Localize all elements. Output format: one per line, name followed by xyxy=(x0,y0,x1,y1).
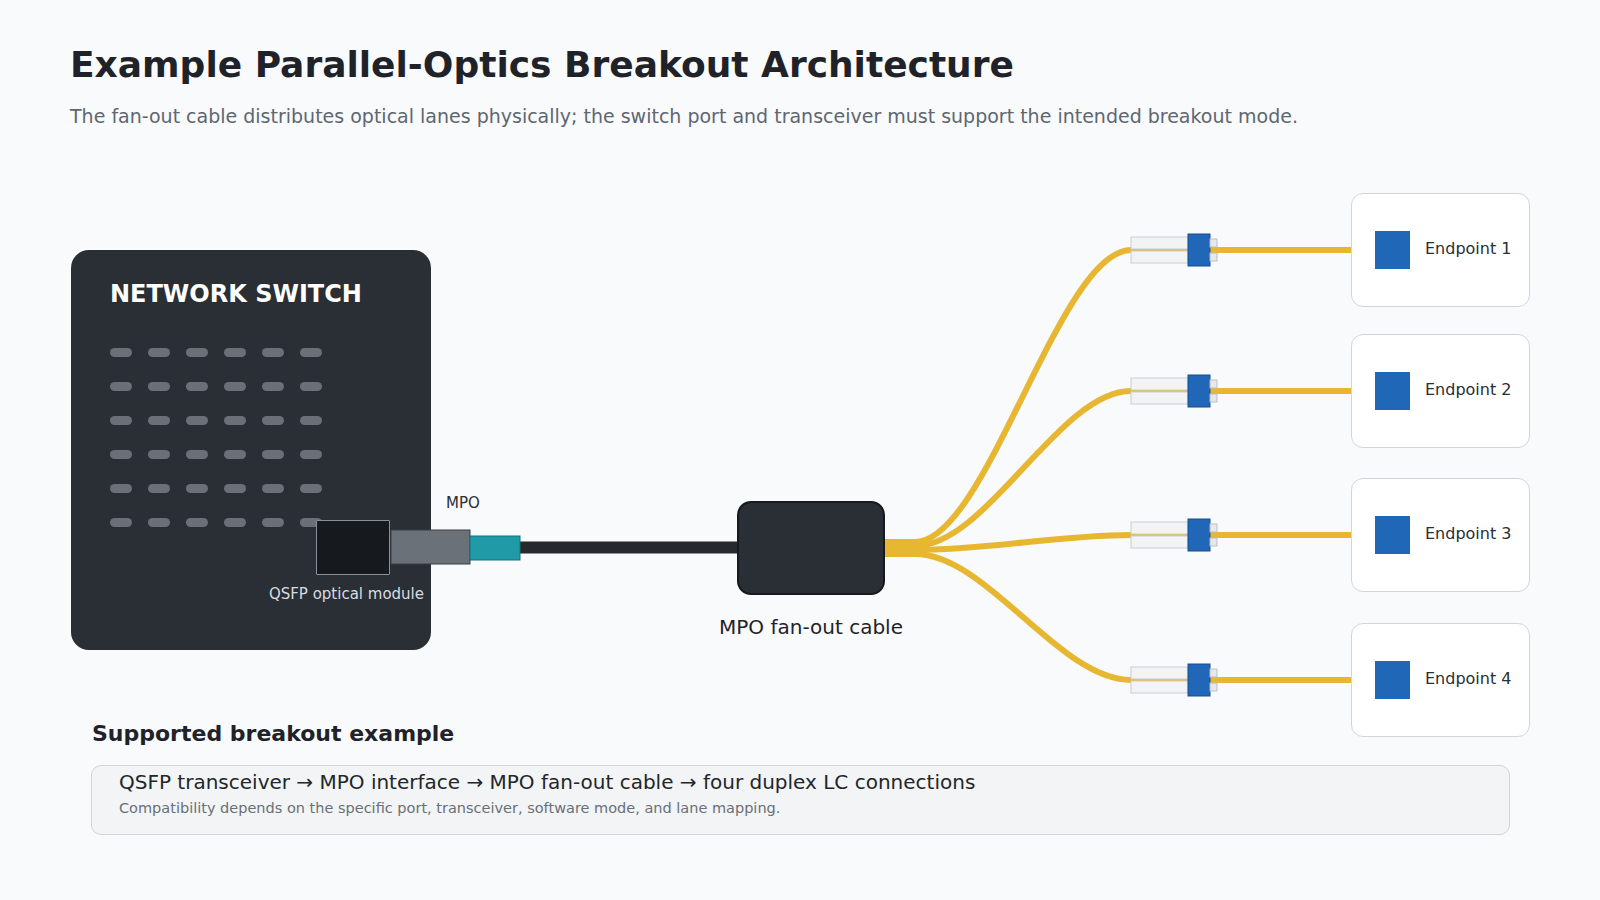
compatibility-note: Compatibility depends on the specific po… xyxy=(119,800,780,816)
example-chain: QSFP transceiver → MPO interface → MPO f… xyxy=(119,770,975,794)
endpoint-box: Endpoint 3 xyxy=(1351,478,1530,592)
endpoint-box: Endpoint 4 xyxy=(1351,623,1530,737)
switch-port xyxy=(300,382,322,391)
switch-port xyxy=(224,518,246,527)
endpoint-box: Endpoint 2 xyxy=(1351,334,1530,448)
switch-port xyxy=(148,348,170,357)
endpoint-label: Endpoint 3 xyxy=(1425,524,1511,543)
fiber-pair xyxy=(885,554,1351,680)
fiber-pair xyxy=(885,391,1351,546)
switch-port xyxy=(262,416,284,425)
switch-port xyxy=(148,450,170,459)
lc-duplex-connector xyxy=(1131,519,1217,551)
subtitle: The fan-out cable distributes optical la… xyxy=(70,105,1298,127)
switch-port xyxy=(224,382,246,391)
fiber-pair xyxy=(885,535,1351,550)
switch-port xyxy=(224,416,246,425)
switch-port xyxy=(186,518,208,527)
switch-port xyxy=(110,450,132,459)
lc-duplex-connector xyxy=(1131,234,1217,266)
switch-port xyxy=(110,484,132,493)
mpo-connector xyxy=(470,536,520,560)
switch-port xyxy=(262,450,284,459)
endpoint-icon xyxy=(1375,372,1410,410)
switch-port xyxy=(224,450,246,459)
endpoint-box: Endpoint 1 xyxy=(1351,193,1530,307)
switch-title: NETWORK SWITCH xyxy=(110,280,362,308)
switch-port xyxy=(300,416,322,425)
endpoint-label: Endpoint 4 xyxy=(1425,669,1511,688)
section-heading: Supported breakout example xyxy=(92,721,454,746)
page-title: Example Parallel-Optics Breakout Archite… xyxy=(70,44,1014,85)
switch-port xyxy=(262,382,284,391)
endpoint-icon xyxy=(1375,661,1410,699)
switch-port xyxy=(262,484,284,493)
switch-port xyxy=(148,484,170,493)
fiber-pair xyxy=(885,250,1351,542)
module-label: QSFP optical module xyxy=(269,585,424,603)
fanout-breakout-box: MPO fan-out cable xyxy=(737,501,885,595)
example-box: Supported breakout exampleQSFP transceiv… xyxy=(91,765,1510,835)
switch-port xyxy=(110,348,132,357)
switch-port xyxy=(110,518,132,527)
switch-port xyxy=(262,518,284,527)
fanout-label: MPO fan-out cable xyxy=(719,615,903,639)
endpoint-label: Endpoint 2 xyxy=(1425,380,1511,399)
switch-port xyxy=(186,382,208,391)
switch-port xyxy=(148,382,170,391)
switch-port xyxy=(148,416,170,425)
lc-duplex-connector xyxy=(1131,375,1217,407)
endpoint-icon xyxy=(1375,516,1410,554)
switch-port xyxy=(262,348,284,357)
endpoint-label: Endpoint 1 xyxy=(1425,239,1511,258)
mpo-plug-body xyxy=(391,530,470,564)
switch-port xyxy=(110,382,132,391)
switch-port xyxy=(186,416,208,425)
switch-port xyxy=(110,416,132,425)
endpoint-icon xyxy=(1375,231,1410,269)
switch-port xyxy=(300,484,322,493)
switch-port xyxy=(300,518,322,527)
port-label: MPO xyxy=(446,494,480,512)
switch-box: QSFP optical module NETWORK SWITCH xyxy=(71,250,431,650)
switch-port xyxy=(148,518,170,527)
switch-port xyxy=(224,484,246,493)
switch-port xyxy=(186,348,208,357)
switch-port xyxy=(186,450,208,459)
lc-duplex-connector xyxy=(1131,664,1217,696)
switch-port xyxy=(186,484,208,493)
switch-port xyxy=(300,348,322,357)
switch-port xyxy=(300,450,322,459)
switch-port xyxy=(224,348,246,357)
transceiver-module: QSFP optical module xyxy=(316,520,390,575)
